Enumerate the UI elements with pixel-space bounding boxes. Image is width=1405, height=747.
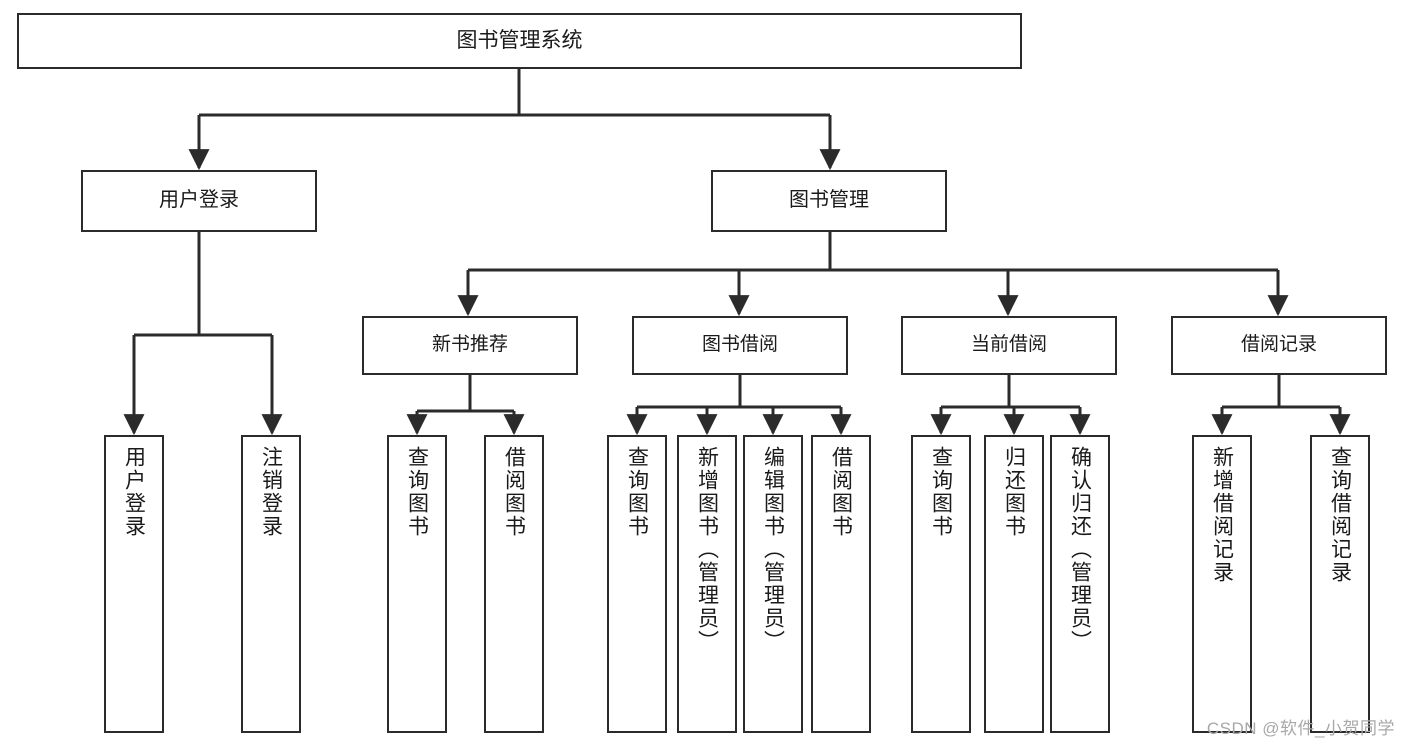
- node-leaf-borrow-book-2[interactable]: 借阅图书: [811, 435, 871, 733]
- node-leaf-user-logout-label: 注销登录: [259, 446, 283, 538]
- node-current-borrow[interactable]: 当前借阅: [901, 316, 1117, 375]
- node-book-manage-label: 图书管理: [789, 189, 869, 212]
- node-user-login[interactable]: 用户登录: [81, 170, 317, 232]
- node-leaf-user-login-label: 用户登录: [122, 446, 146, 538]
- node-leaf-confirm-return-label: 确认归还（管理员）: [1068, 446, 1092, 653]
- node-leaf-query-book-3-label: 查询图书: [929, 446, 953, 538]
- node-leaf-query-book-2[interactable]: 查询图书: [607, 435, 667, 733]
- node-book-borrow-label: 图书借阅: [701, 334, 778, 356]
- node-leaf-user-logout[interactable]: 注销登录: [241, 435, 301, 733]
- node-leaf-query-book-1[interactable]: 查询图书: [387, 435, 447, 733]
- node-leaf-add-record-label: 新增借阅记录: [1210, 446, 1234, 584]
- node-leaf-return-book[interactable]: 归还图书: [984, 435, 1044, 733]
- node-leaf-borrow-book-2-label: 借阅图书: [829, 446, 853, 538]
- node-leaf-edit-book[interactable]: 编辑图书（管理员）: [743, 435, 803, 733]
- node-leaf-add-record[interactable]: 新增借阅记录: [1192, 435, 1252, 733]
- node-leaf-query-book-1-label: 查询图书: [405, 446, 429, 538]
- node-leaf-return-book-label: 归还图书: [1002, 446, 1026, 538]
- node-new-book-rec[interactable]: 新书推荐: [362, 316, 578, 375]
- node-leaf-query-book-3[interactable]: 查询图书: [911, 435, 971, 733]
- node-user-login-label: 用户登录: [159, 189, 239, 212]
- node-book-borrow[interactable]: 图书借阅: [632, 316, 848, 375]
- node-leaf-edit-book-label: 编辑图书（管理员）: [761, 446, 785, 653]
- node-leaf-query-book-2-label: 查询图书: [625, 446, 649, 538]
- node-root-label: 图书管理系统: [456, 28, 583, 52]
- node-leaf-user-login[interactable]: 用户登录: [104, 435, 164, 733]
- watermark: CSDN @软件_小贺同学: [1206, 719, 1395, 738]
- node-root[interactable]: 图书管理系统: [17, 13, 1022, 69]
- node-leaf-borrow-book-1-label: 借阅图书: [502, 446, 526, 538]
- node-current-borrow-label: 当前借阅: [970, 334, 1047, 356]
- node-book-manage[interactable]: 图书管理: [711, 170, 947, 232]
- node-borrow-record[interactable]: 借阅记录: [1171, 316, 1387, 375]
- node-leaf-add-book-label: 新增图书（管理员）: [695, 446, 719, 653]
- node-leaf-query-record-label: 查询借阅记录: [1328, 446, 1352, 584]
- node-borrow-record-label: 借阅记录: [1240, 334, 1317, 356]
- node-leaf-add-book[interactable]: 新增图书（管理员）: [677, 435, 737, 733]
- node-leaf-borrow-book-1[interactable]: 借阅图书: [484, 435, 544, 733]
- node-leaf-query-record[interactable]: 查询借阅记录: [1310, 435, 1370, 733]
- node-new-book-rec-label: 新书推荐: [431, 334, 508, 356]
- node-leaf-confirm-return[interactable]: 确认归还（管理员）: [1050, 435, 1110, 733]
